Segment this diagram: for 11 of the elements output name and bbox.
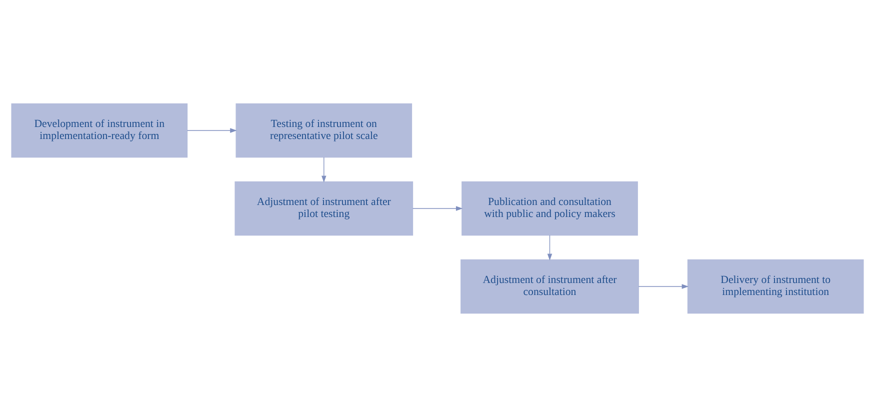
arrow [186,128,237,132]
arrow [412,206,463,210]
node-box: Adjustment of instrument after consultation [460,258,639,314]
node-box: Testing of instrument on representative pilot scale [236,102,412,158]
node-box: Publication and consultation with public and policy makers [462,180,638,236]
arrow [322,156,326,182]
node-box: Development of instrument in implementation-ready form [11,102,188,158]
arrow [638,284,689,288]
node-box: Adjustment of instrument after pilot testing [234,180,414,236]
node-box: Delivery of instrument to implementing institution [687,258,864,314]
arrow [547,234,552,260]
